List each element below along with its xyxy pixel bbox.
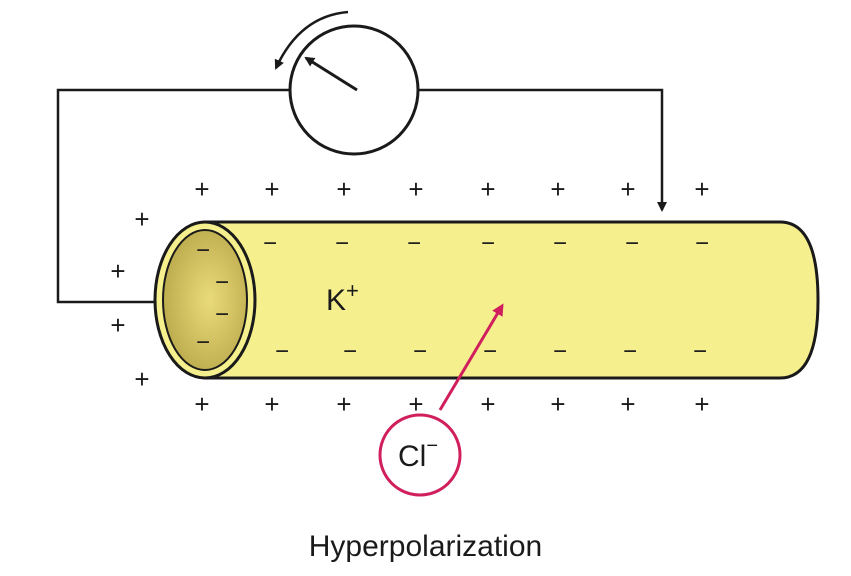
outside-positive-charge: + — [194, 389, 209, 419]
outside-positive-charge: + — [134, 364, 149, 394]
inside-negative-charge: − — [553, 230, 567, 257]
outside-positive-charge: + — [336, 389, 351, 419]
outside-positive-charge: + — [694, 174, 709, 204]
outside-positive-charge: + — [264, 389, 279, 419]
circuit-wire-left — [56, 88, 290, 304]
potassium-ion-label: K+ — [326, 278, 359, 317]
outside-positive-charge: + — [694, 389, 709, 419]
outside-positive-charge: + — [550, 174, 565, 204]
inside-negative-charge: − — [335, 230, 349, 257]
outside-positive-charge: + — [134, 204, 149, 234]
inside-negative-charge: − — [196, 329, 210, 356]
outside-positive-charge: + — [110, 310, 125, 340]
inside-negative-charge: − — [553, 338, 567, 365]
inside-negative-charge: − — [196, 237, 210, 264]
inside-negative-charge: − — [695, 230, 709, 257]
outside-positive-charge: + — [620, 389, 635, 419]
outside-positive-charge: + — [620, 174, 635, 204]
chloride-ion: Cl− — [378, 413, 462, 497]
charge-signs: ++++++++++++++++++++−−−−−−−−−−−−−−−−−− — [110, 174, 709, 419]
inside-negative-charge: − — [625, 230, 639, 257]
inside-negative-charge: − — [413, 338, 427, 365]
chloride-ion-label: Cl− — [398, 435, 438, 473]
inside-negative-charge: − — [343, 338, 357, 365]
outside-positive-charge: + — [480, 174, 495, 204]
inside-negative-charge: − — [215, 269, 229, 296]
rotation-arrow-icon — [274, 10, 349, 70]
circuit-wire-right — [418, 88, 667, 212]
outside-positive-charge: + — [408, 174, 423, 204]
outside-positive-charge: + — [408, 389, 423, 419]
inside-negative-charge: − — [215, 301, 229, 328]
inside-negative-charge: − — [407, 230, 421, 257]
outside-positive-charge: + — [550, 389, 565, 419]
outside-positive-charge: + — [194, 174, 209, 204]
outside-positive-charge: + — [480, 389, 495, 419]
inside-negative-charge: − — [623, 338, 637, 365]
inside-negative-charge: − — [483, 338, 497, 365]
chloride-influx-arrow — [438, 303, 504, 411]
inside-negative-charge: − — [481, 230, 495, 257]
outside-positive-charge: + — [336, 174, 351, 204]
axon-cylinder — [153, 220, 820, 380]
inside-negative-charge: − — [275, 338, 289, 365]
inside-negative-charge: − — [263, 230, 277, 257]
diagram-caption: Hyperpolarization — [308, 530, 543, 563]
voltmeter-icon — [288, 24, 420, 156]
outside-positive-charge: + — [110, 256, 125, 286]
outside-positive-charge: + — [264, 174, 279, 204]
inside-negative-charge: − — [693, 338, 707, 365]
